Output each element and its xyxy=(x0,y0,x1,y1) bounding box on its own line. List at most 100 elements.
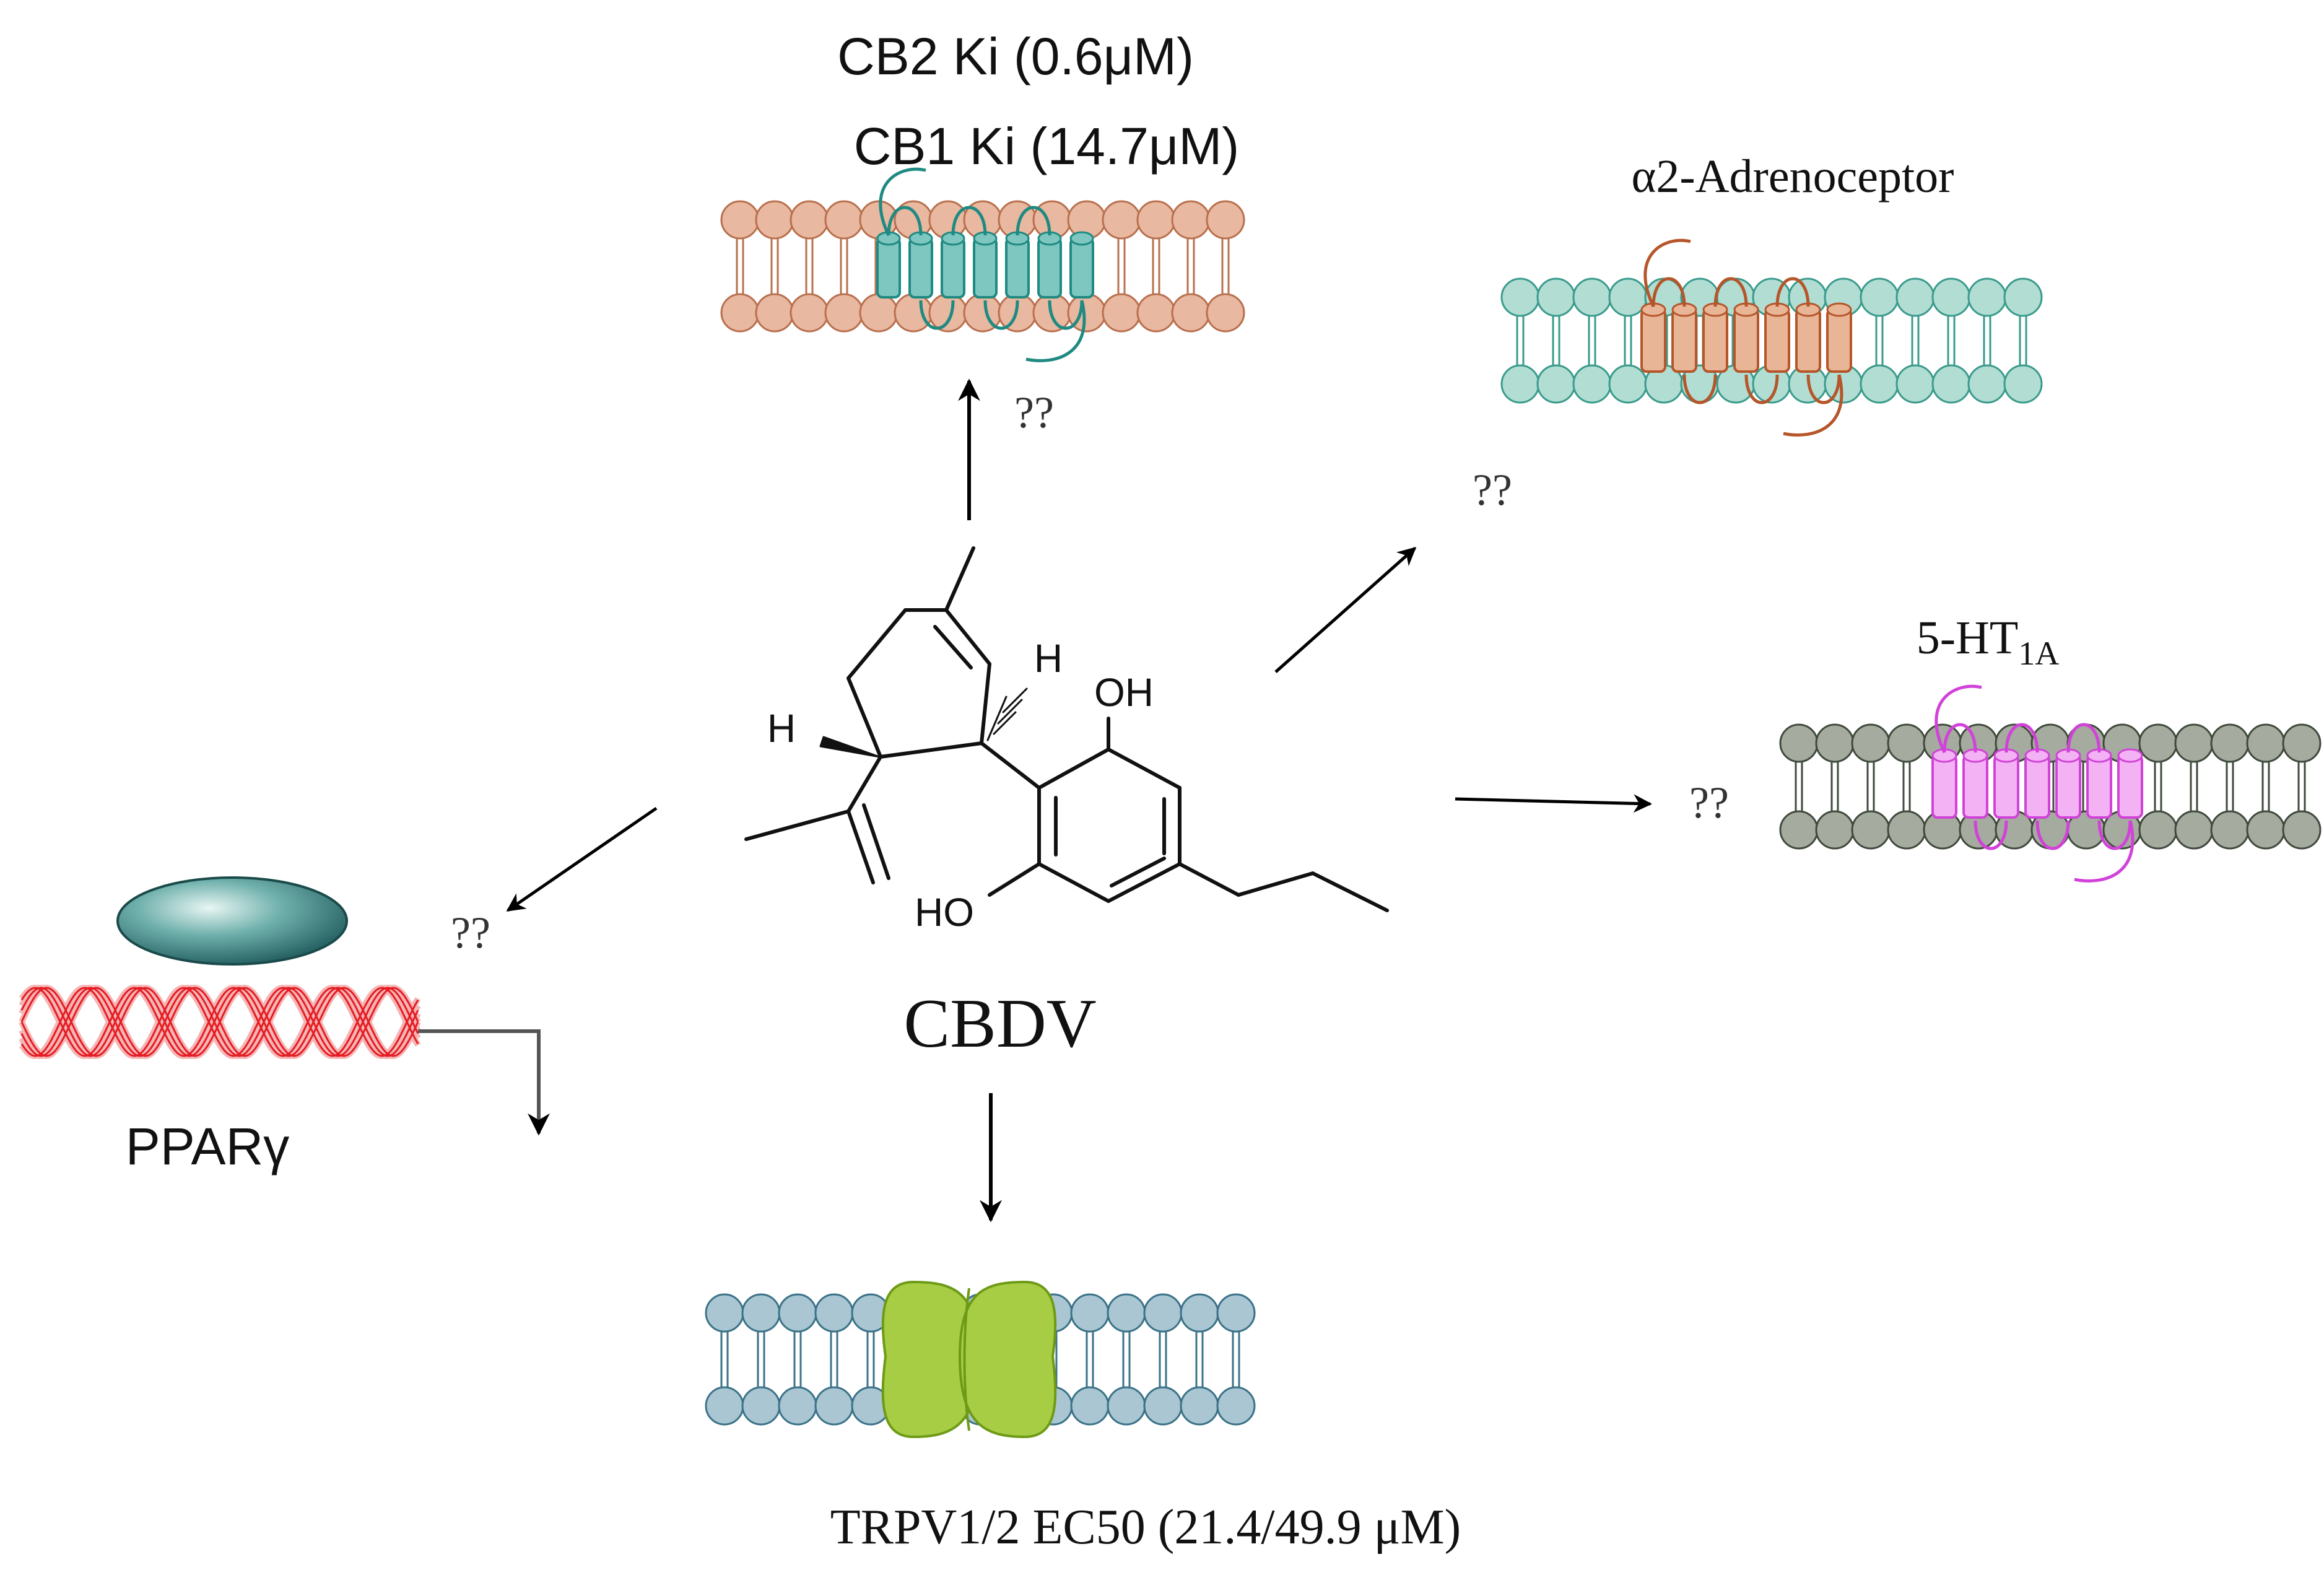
ppar-gamma-label: PPARγ xyxy=(126,1117,290,1175)
c-terminus xyxy=(1783,374,1843,437)
lipid-head xyxy=(1107,1386,1146,1426)
lipid-head xyxy=(2003,277,2043,317)
lipid-head xyxy=(2003,364,2043,404)
ppar-protein xyxy=(116,876,348,966)
lipid-head xyxy=(1815,810,1855,850)
lipid-head xyxy=(1102,200,1141,240)
transmembrane-helix xyxy=(1671,308,1697,373)
lipid-head xyxy=(2246,810,2286,850)
trpv-subunit-right xyxy=(958,1280,1057,1439)
lipid-head xyxy=(1143,1386,1183,1426)
lipid-head xyxy=(2282,810,2322,850)
lipid-head xyxy=(824,200,864,240)
c-terminus xyxy=(2074,820,2135,883)
lipid-head xyxy=(1536,364,1576,404)
helix-cap xyxy=(1826,302,1852,317)
lipid-head xyxy=(1779,723,1819,763)
transmembrane-helix xyxy=(2117,754,2143,819)
lipid-head xyxy=(1931,277,1971,317)
cb2-ki-label: CB2 Ki (0.6μM) xyxy=(837,27,1194,85)
lipid-head xyxy=(2138,723,2178,763)
lipid-head xyxy=(1895,277,1935,317)
lipid-head xyxy=(1851,810,1891,850)
helix-loop xyxy=(887,206,1084,330)
dna-strand xyxy=(20,987,419,1057)
lipid-head xyxy=(755,200,794,240)
transmembrane-helix xyxy=(1702,308,1728,373)
lipid-head xyxy=(705,1386,744,1426)
lipid-head xyxy=(790,293,829,333)
lipid-head xyxy=(755,293,794,333)
transmembrane-helix xyxy=(1993,754,2019,819)
lipid-head xyxy=(778,1293,817,1333)
5ht1a-uncertainty-label: ?? xyxy=(1689,778,1729,827)
cbdv-oh-top-label: OH xyxy=(1094,670,1154,715)
ppar-uncertainty-label: ?? xyxy=(451,908,490,957)
cbdv-h-left-label: H xyxy=(767,706,796,751)
lipid-head xyxy=(1171,293,1211,333)
cbdv-structure xyxy=(744,546,1389,912)
cb-uncertainty-label: ?? xyxy=(1014,388,1054,437)
cb1-ki-label: CB1 Ki (14.7μM) xyxy=(854,117,1240,175)
lipid-head xyxy=(1180,1386,1219,1426)
lipid-head xyxy=(1860,364,1899,404)
lipid-head xyxy=(1608,364,1648,404)
cbdv-ho-bottom-label: HO xyxy=(915,890,974,935)
transmembrane-helix xyxy=(1826,308,1852,373)
lipid-head xyxy=(1887,723,1926,763)
lipid-head xyxy=(1180,1293,1219,1333)
lipid-head xyxy=(1143,1293,1183,1333)
trpv-channel xyxy=(881,1280,1057,1439)
arrow-to-alpha2 xyxy=(1274,547,1417,673)
lipid-head xyxy=(1070,1386,1110,1426)
lipid-head xyxy=(1967,364,2007,404)
lipid-head xyxy=(720,200,760,240)
c-terminus xyxy=(1025,300,1086,362)
n-terminus xyxy=(1643,238,1691,308)
transmembrane-helix xyxy=(941,237,965,299)
lipid-head xyxy=(1206,293,1245,333)
transmembrane-helix xyxy=(876,237,901,299)
lipid-head xyxy=(1887,810,1926,850)
lipid-head xyxy=(705,1293,744,1333)
cbdv-h-right-label: H xyxy=(1034,636,1063,681)
lipid-head xyxy=(2138,810,2178,850)
helix-cap xyxy=(1069,231,1094,246)
transmembrane-helix xyxy=(2086,754,2112,819)
alpha2-membrane xyxy=(1500,277,2043,404)
transmembrane-helix xyxy=(1005,237,1030,299)
trpv-ec50-label: TRPV1/2 EC50 (21.4/49.9 μM) xyxy=(830,1500,1461,1555)
lipid-head xyxy=(2174,723,2214,763)
lipid-head xyxy=(1572,277,1612,317)
lipid-head xyxy=(894,293,933,333)
lipid-head xyxy=(2282,723,2322,763)
transmembrane-helix xyxy=(1037,237,1062,299)
lipid-head xyxy=(720,293,760,333)
lipid-head xyxy=(778,1386,817,1426)
lipid-head xyxy=(824,293,864,333)
cb-receptor-helices xyxy=(876,167,1094,362)
transmembrane-helix xyxy=(1733,308,1759,373)
alpha2-adrenoceptor-label: α2-Adrenoceptor xyxy=(1632,150,1954,203)
lipid-head xyxy=(1860,277,1899,317)
transmembrane-helix xyxy=(973,237,998,299)
transmembrane-helix xyxy=(1931,754,1957,819)
lipid-head xyxy=(1216,1386,1256,1426)
5ht1a-receptor-helices xyxy=(1931,684,2143,883)
lipid-head xyxy=(1206,200,1245,240)
lipid-head xyxy=(1967,277,2007,317)
5ht1a-label: 5-HT1A xyxy=(1917,612,2060,672)
lipid-head xyxy=(859,293,899,333)
lipid-head xyxy=(1500,364,1540,404)
lipid-head xyxy=(1572,364,1612,404)
ppar-dna-helix xyxy=(19,984,421,1060)
5ht1a-label-base: 5-HT xyxy=(1917,612,2019,664)
lipid-head xyxy=(1779,810,1819,850)
lipid-head xyxy=(2210,723,2250,763)
helix-loop xyxy=(1943,723,2132,850)
lipid-head xyxy=(1536,277,1576,317)
lipid-head xyxy=(814,1386,854,1426)
lipid-head xyxy=(814,1293,854,1333)
5ht1a-label-subscript: 1A xyxy=(2018,635,2059,672)
